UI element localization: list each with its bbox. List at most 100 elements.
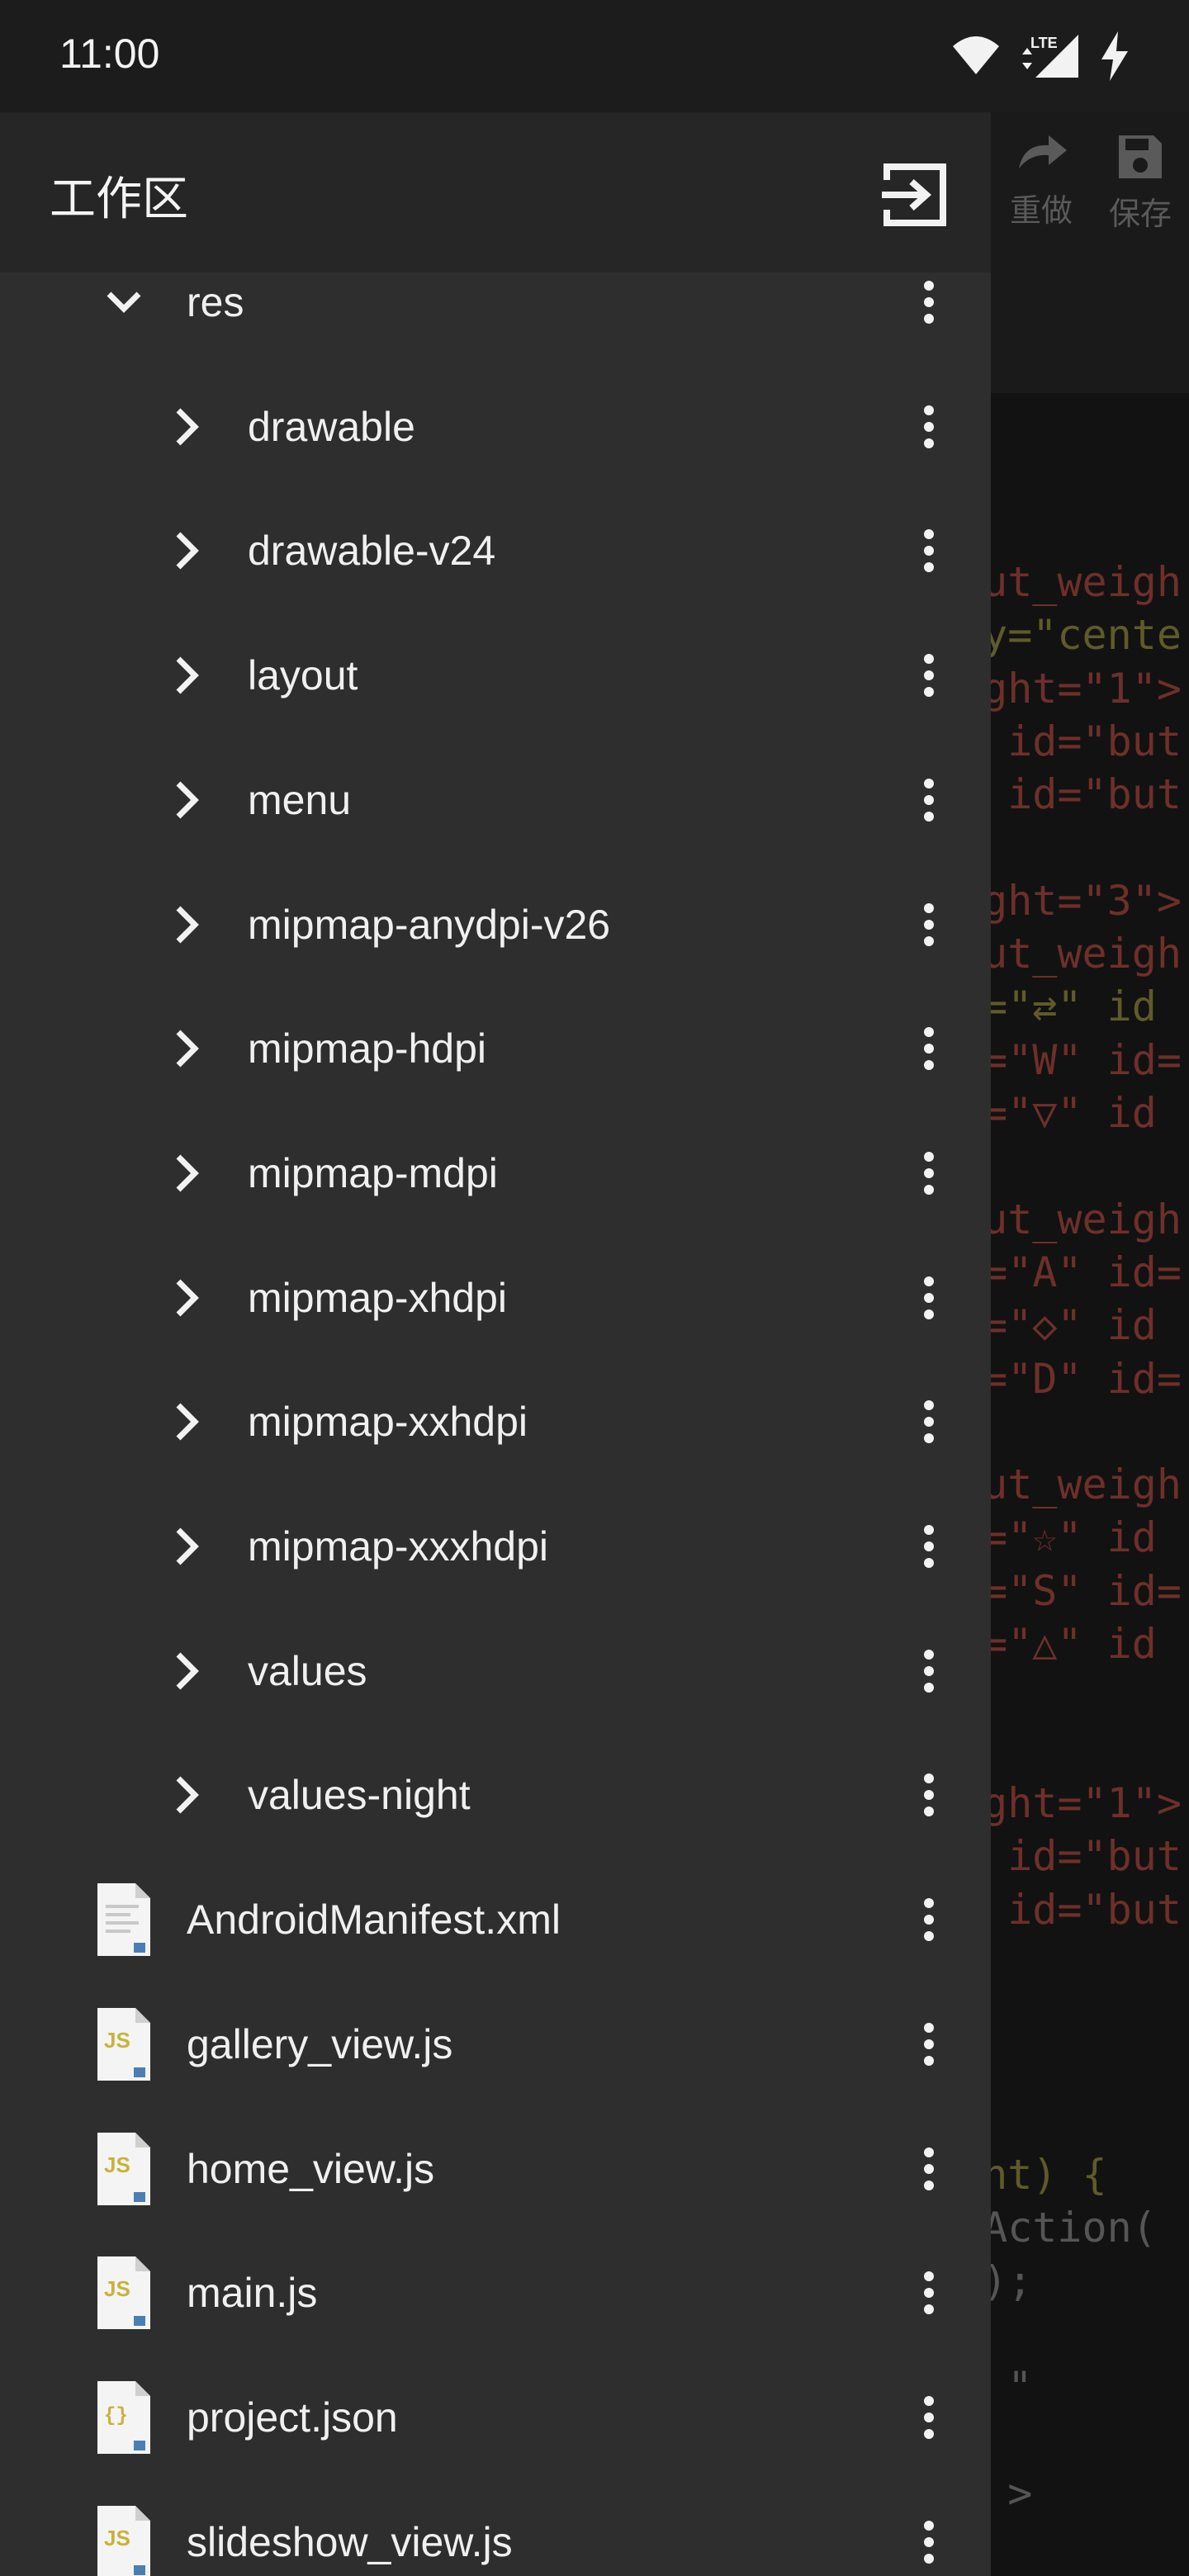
tree-item-drawable-v24[interactable]: drawable-v24: [0, 489, 991, 613]
svg-text:{}: {}: [104, 2405, 128, 2427]
tree-item-mipmap-xxhdpi[interactable]: mipmap-xxhdpi: [0, 1360, 991, 1484]
more-options-icon[interactable]: [908, 1397, 950, 1447]
js-file-icon: JS: [97, 2505, 150, 2576]
code-line: ight="3">: [958, 876, 1182, 925]
more-options-icon[interactable]: [908, 651, 950, 700]
tree-item-layout[interactable]: layout: [0, 613, 991, 737]
code-line: t="△" id: [958, 1620, 1157, 1668]
exit-button[interactable]: [875, 155, 955, 234]
tree-item-mipmap-xhdpi[interactable]: mipmap-xhdpi: [0, 1236, 991, 1360]
code-line: ' id="but: [958, 1885, 1182, 1934]
code-line: ' id="but: [958, 1832, 1182, 1881]
more-options-icon[interactable]: [908, 1522, 950, 1571]
tree-item-project-json[interactable]: {} project.json: [0, 2356, 991, 2479]
wifi-icon: [953, 36, 999, 74]
chevron-right-icon[interactable]: [163, 1275, 210, 1321]
save-icon: [1119, 135, 1162, 178]
chevron-right-icon[interactable]: [163, 777, 210, 823]
code-line: t="S" id=: [958, 1566, 1182, 1615]
more-options-icon[interactable]: [908, 2020, 950, 2069]
tree-item-values-night[interactable]: values-night: [0, 1733, 991, 1857]
tree-item-label: gallery_view.js: [187, 2020, 453, 2067]
chevron-right-icon[interactable]: [163, 528, 210, 574]
tree-item-label: slideshow_view.js: [187, 2518, 513, 2565]
tree-item-label: project.json: [187, 2394, 398, 2441]
tree-item-values[interactable]: values: [0, 1609, 991, 1733]
code-line: ry="cente: [958, 611, 1182, 660]
chevron-right-icon[interactable]: [163, 1399, 210, 1445]
tree-item-label: layout: [248, 652, 358, 699]
more-options-icon[interactable]: [908, 775, 950, 825]
tree-item-slideshow-view-js[interactable]: JS slideshow_view.js: [0, 2480, 991, 2576]
code-line: t="⇄" id: [958, 983, 1157, 1031]
tree-item-label: menu: [248, 776, 352, 823]
json-file-icon: {}: [97, 2380, 150, 2454]
chevron-right-icon[interactable]: [163, 1523, 210, 1570]
tree-item-label: mipmap-anydpi-v26: [248, 901, 611, 948]
code-line: t="D" id=: [958, 1354, 1182, 1403]
tree-item-label: drawable: [248, 403, 415, 450]
chevron-right-icon[interactable]: [163, 902, 210, 948]
charging-icon: [1101, 31, 1128, 81]
more-options-icon[interactable]: [908, 526, 950, 575]
lte-label: LTE: [1030, 35, 1058, 51]
more-options-icon[interactable]: [908, 900, 950, 949]
chevron-right-icon[interactable]: [163, 404, 210, 450]
svg-text:JS: JS: [104, 2028, 130, 2053]
code-line: t="W" id=: [958, 1035, 1182, 1084]
tree-item-mipmap-hdpi[interactable]: mipmap-hdpi: [0, 987, 991, 1110]
status-bar: 11:00 LTE: [0, 0, 1189, 112]
tree-item-label: mipmap-hdpi: [248, 1025, 487, 1073]
save-button[interactable]: 保存: [1095, 132, 1186, 234]
chevron-right-icon[interactable]: [163, 1025, 210, 1072]
code-line: tAction(: [958, 2204, 1157, 2252]
chevron-right-icon[interactable]: [163, 1648, 210, 1694]
more-options-icon[interactable]: [908, 2517, 950, 2567]
tree-item-gallery-view-js[interactable]: JS gallery_view.js: [0, 1982, 991, 2106]
more-options-icon[interactable]: [908, 1770, 950, 1820]
js-file-icon: JS: [97, 2256, 150, 2330]
more-options-icon[interactable]: [908, 2144, 950, 2194]
more-options-icon[interactable]: [908, 1646, 950, 1696]
status-time: 11:00: [59, 31, 160, 77]
chevron-right-icon[interactable]: [163, 652, 210, 698]
tree-item-res[interactable]: res: [0, 240, 991, 364]
tree-item-androidmanifest-xml[interactable]: AndroidManifest.xml: [0, 1858, 991, 1982]
code-line: t="◇" id: [958, 1301, 1157, 1350]
chevron-right-icon[interactable]: [163, 1772, 210, 1818]
tree-item-mipmap-xxxhdpi[interactable]: mipmap-xxxhdpi: [0, 1485, 991, 1608]
more-options-icon[interactable]: [908, 1148, 950, 1198]
tree-item-label: mipmap-xhdpi: [248, 1274, 508, 1321]
drawer-header: 工作区: [0, 112, 991, 272]
exit-to-app-icon: [882, 163, 946, 226]
more-options-icon[interactable]: [908, 402, 950, 452]
tree-item-mipmap-anydpi-v26[interactable]: mipmap-anydpi-v26: [0, 863, 991, 987]
tree-item-label: drawable-v24: [248, 528, 496, 575]
redo-button[interactable]: 重做: [996, 132, 1087, 230]
chevron-right-icon[interactable]: [163, 1150, 210, 1196]
lte-signal-icon: LTE: [1022, 35, 1078, 78]
tree-item-drawable[interactable]: drawable: [0, 365, 991, 489]
code-line: ight="1">: [958, 664, 1182, 713]
more-options-icon[interactable]: [908, 2268, 950, 2318]
svg-text:JS: JS: [104, 2276, 130, 2301]
more-options-icon[interactable]: [908, 1895, 950, 1944]
xml-file-icon: [97, 1883, 150, 1957]
more-options-icon[interactable]: [908, 1273, 950, 1323]
code-line: t="A" id=: [958, 1248, 1182, 1296]
workspace-drawer: 工作区 res drawable drawable-v24 layout menu mip…: [0, 112, 991, 2576]
js-file-icon: JS: [97, 2007, 150, 2081]
code-line: t="▽" id: [958, 1089, 1157, 1137]
tree-item-mipmap-mdpi[interactable]: mipmap-mdpi: [0, 1111, 991, 1235]
chevron-down-icon[interactable]: [101, 279, 147, 325]
code-line: t="☆" id: [958, 1513, 1157, 1562]
tree-item-menu[interactable]: menu: [0, 738, 991, 862]
code-line: ' id="but: [958, 717, 1182, 765]
more-options-icon[interactable]: [908, 277, 950, 327]
more-options-icon[interactable]: [908, 1024, 950, 1073]
redo-icon: [1019, 135, 1067, 168]
more-options-icon[interactable]: [908, 2393, 950, 2442]
tree-item-label: mipmap-mdpi: [248, 1149, 498, 1196]
